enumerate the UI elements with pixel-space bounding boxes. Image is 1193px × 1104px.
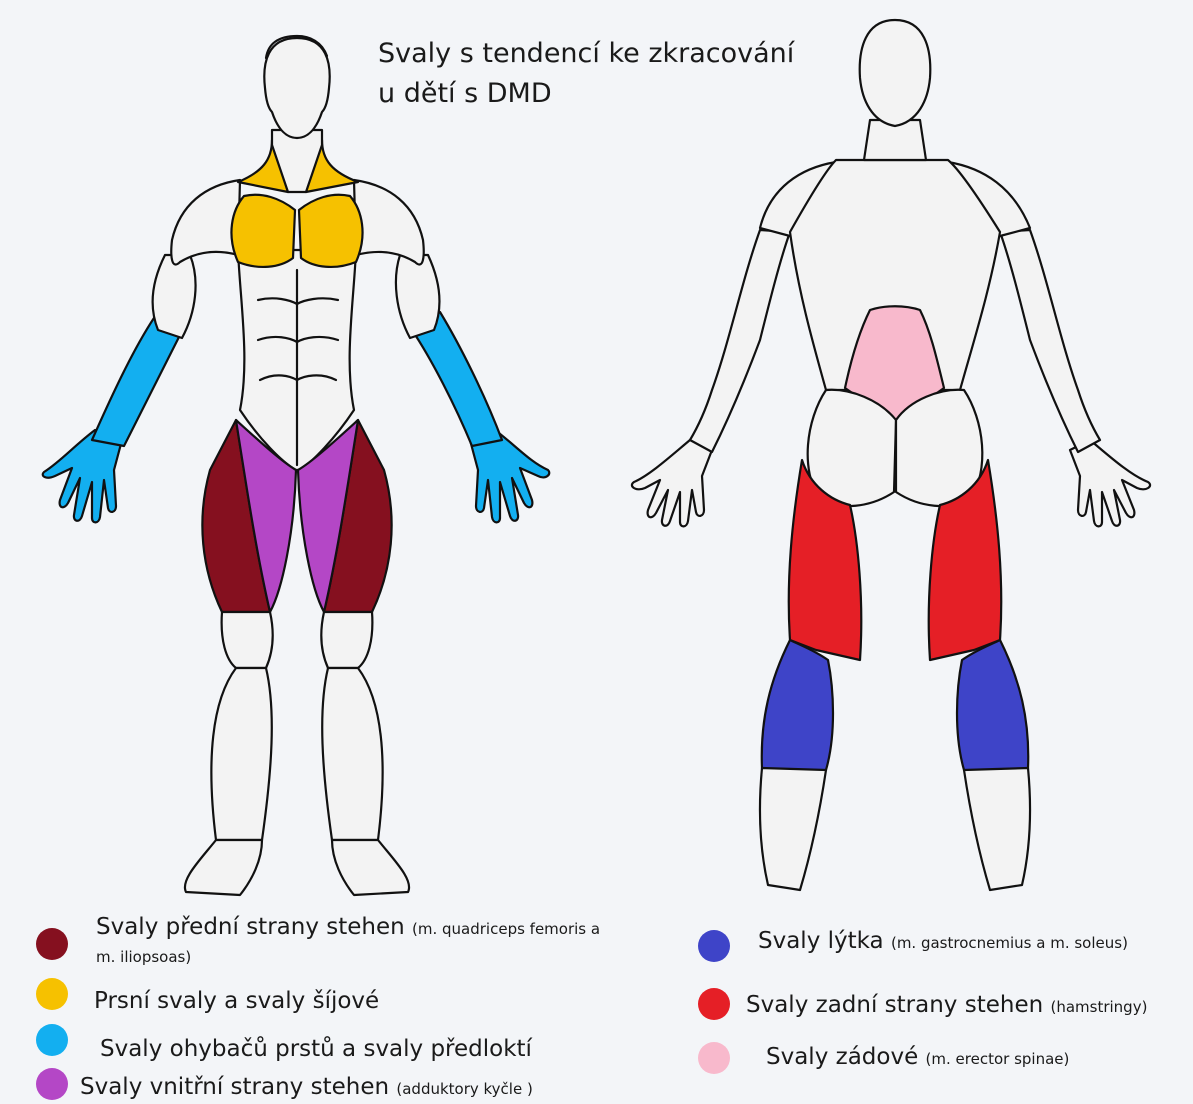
legend-dot-hamstrings bbox=[698, 988, 730, 1020]
back-head bbox=[860, 20, 931, 126]
legend-dot-adductors bbox=[36, 1068, 68, 1100]
legend-main-hamstrings: Svaly zadní strany stehen bbox=[746, 992, 1043, 1018]
front-left-knee bbox=[222, 612, 273, 668]
legend-detail-adductors: (adduktory kyčle ) bbox=[396, 1080, 532, 1098]
legend-main-quadriceps: Svaly přední strany stehen bbox=[96, 914, 405, 940]
front-right-foot bbox=[332, 840, 409, 895]
legend-detail-quadriceps: (m. quadriceps femoris a bbox=[412, 920, 600, 938]
back-right-lower-leg bbox=[964, 768, 1030, 890]
front-right-biceps bbox=[396, 255, 439, 338]
legend-dot-back bbox=[698, 1042, 730, 1074]
front-right-shin bbox=[322, 668, 382, 840]
legend-detail-hamstrings: (hamstringy) bbox=[1050, 998, 1147, 1016]
legend-label-calf: Svaly lýtka (m. gastrocnemius a m. soleu… bbox=[758, 926, 1128, 958]
front-head bbox=[264, 38, 329, 138]
legend-dot-forearm bbox=[36, 1024, 68, 1056]
front-chest-left bbox=[231, 195, 295, 267]
front-left-deltoid bbox=[171, 180, 240, 265]
back-left-hand bbox=[632, 440, 712, 526]
back-left-lower-leg bbox=[760, 768, 826, 890]
back-right-hand bbox=[1070, 440, 1150, 526]
legend-detail2-quadriceps: m. iliopsoas) bbox=[96, 948, 191, 966]
legend-label-back: Svaly zádové (m. erector spinae) bbox=[766, 1042, 1069, 1074]
muscle-diagram bbox=[0, 0, 1193, 900]
legend-detail-back: (m. erector spinae) bbox=[926, 1050, 1070, 1068]
legend-dot-calf bbox=[698, 930, 730, 962]
legend-dot-chest-neck bbox=[36, 978, 68, 1010]
back-left-calf bbox=[762, 640, 833, 771]
front-chest-right bbox=[299, 195, 363, 267]
front-left-biceps bbox=[153, 255, 196, 338]
legend-main-adductors: Svaly vnitřní strany stehen bbox=[80, 1074, 389, 1100]
legend-main-chest-neck: Prsní svaly a svaly šíjové bbox=[94, 986, 379, 1016]
front-left-foot bbox=[185, 840, 262, 895]
back-left-arm bbox=[690, 230, 790, 452]
back-right-arm bbox=[1000, 230, 1100, 452]
front-right-knee bbox=[321, 612, 372, 668]
front-left-shin bbox=[211, 668, 271, 840]
legend-main-calf: Svaly lýtka bbox=[758, 928, 884, 954]
legend-label-quadriceps: Svaly přední strany stehen (m. quadricep… bbox=[96, 912, 600, 944]
legend-main-back: Svaly zádové bbox=[766, 1044, 918, 1070]
legend-main-forearm: Svaly ohybačů prstů a svaly předloktí bbox=[100, 1034, 532, 1064]
front-right-deltoid bbox=[354, 180, 424, 265]
back-right-calf bbox=[957, 640, 1028, 771]
back-figure bbox=[632, 20, 1150, 890]
front-figure bbox=[43, 36, 550, 895]
legend-detail-calf: (m. gastrocnemius a m. soleus) bbox=[891, 934, 1128, 952]
legend-label-hamstrings: Svaly zadní strany stehen (hamstringy) bbox=[746, 990, 1147, 1022]
legend-label-adductors: Svaly vnitřní strany stehen (adduktory k… bbox=[80, 1072, 533, 1104]
legend-dot-quadriceps bbox=[36, 928, 68, 960]
